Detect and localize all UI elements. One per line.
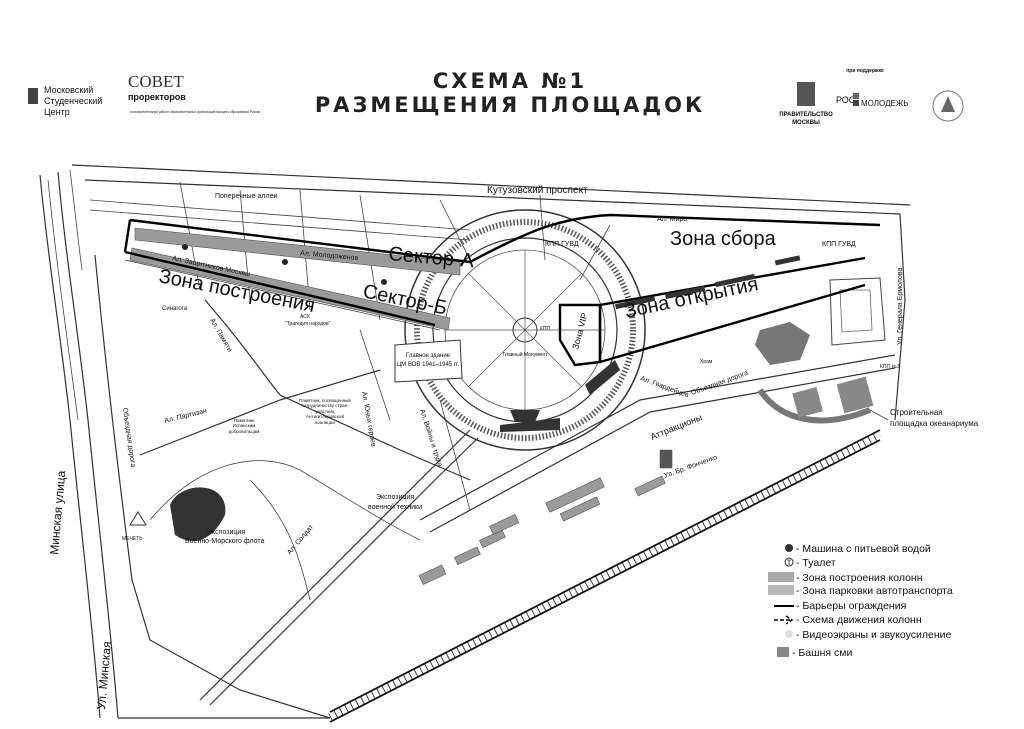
moscow-coat-icon [797, 82, 815, 106]
legend-item: - Зона построения колонн [796, 572, 923, 584]
zone-vip-label: Зона VIP [570, 312, 589, 351]
msc-logo-line: Московский [44, 85, 93, 95]
street-ul-minskaya: Ул. Минская [94, 641, 114, 710]
rosmolodezh-part1: РОС [836, 95, 856, 105]
label-oceanarium-site: площадка океанариума [890, 419, 979, 428]
label-kpp-3: КПП №3 [880, 364, 900, 370]
msc-logo-line: Студенческий [44, 96, 102, 106]
label-navy-fleet: Военно-Морского флота [185, 538, 265, 545]
support-label: при поддержке [846, 68, 884, 74]
legend-item: - Туалет [796, 557, 836, 569]
label-kpp-guvd-1: КПП ГУВД [545, 241, 579, 248]
street-al-yunykh-geroev: Ал. Юных героев [360, 391, 377, 447]
screen-icon [785, 630, 793, 638]
street-obezdnaya-left: Объездная дорога [121, 407, 137, 468]
rosmolodezh-part2: МОЛОДЕЖЬ [861, 99, 908, 108]
label-main-monument: Главный Монумент [503, 351, 549, 358]
street-generala-ermolova: Ул. Генерала Ермолова [897, 268, 904, 345]
sovet-logo-subtitle: проректоров [128, 92, 186, 102]
arrow-dashed-icon [774, 615, 794, 625]
toilet-icon [784, 557, 794, 567]
label-military-exposition: Экспозиция [376, 494, 414, 501]
legend-item: - Зона парковки автотранспорта [796, 585, 953, 597]
sovet-logo-title: СОВЕТ [128, 72, 184, 91]
label-temple: Храм [700, 359, 713, 365]
zone-postroeniya[interactable] [123, 218, 471, 331]
zone-sbora-label: Зона сбора [670, 228, 777, 250]
university-emblem-icon [932, 90, 964, 122]
legend: - Машина с питьевой водой - Туалет - Зон… [768, 543, 953, 659]
column-zone-swatch [768, 572, 794, 582]
label-main-building-museum: ЦМ ВОВ 1941–1945 гг. [397, 362, 460, 368]
label-oceanarium: Строительная [890, 408, 943, 417]
label-monument-coalition: Памятник, посвященный сотрудничеству стр… [299, 398, 351, 425]
street-kutuzovsky: Кутузовский проспект [487, 185, 588, 196]
label-poperechnye-allei: Поперечные аллеи [215, 193, 277, 200]
label-kpp-guvd-2: КПП ГУВД [822, 241, 856, 248]
title-line-2: РАЗМЕЩЕНИЯ ПЛОЩАДОК [315, 93, 705, 117]
label-main-building: Главное здание [406, 353, 451, 359]
street-al-pamyati: Ал. Памяти [208, 318, 233, 354]
legend-item: - Башня сми [792, 647, 852, 659]
government-logo: ПРАВИТЕЛЬСТВО МОСКВЫ [779, 82, 833, 126]
mosque-icon [129, 511, 147, 526]
street-al-mira: Ал. Мира [657, 216, 687, 223]
label-monument-spanish: Памятник Испанским добровольцам [228, 418, 260, 434]
water-truck-markers [182, 244, 387, 285]
legend-item: - Видеоэкраны и звукоусиление [796, 629, 951, 641]
label-ask: АСК [300, 314, 310, 320]
label-mosque: МЕЧЕТЬ [122, 536, 143, 542]
msc-logo-line: Центр [44, 107, 70, 117]
label-military-equipment: военной техники [368, 503, 422, 511]
zone-otkrytiya-label: Зона открытия [622, 273, 760, 323]
moscow-coat-icon [28, 88, 38, 104]
toilet-t-glyph [787, 559, 791, 565]
label-ask-name: "Трагедия народов" [285, 321, 331, 327]
media-tower-icon [777, 647, 789, 657]
legend-item: - Схема движения колонн [796, 614, 922, 626]
title-line-1: СХЕМА №1 [433, 69, 587, 93]
legend-item: - Барьеры ограждения [796, 600, 906, 612]
label-navy-exposition: Экспозиция [207, 529, 245, 536]
label-synagogue: Синагога [162, 306, 188, 312]
street-minskaya: Минская улица [47, 470, 68, 556]
government-logo-line: МОСКВЫ [792, 120, 820, 126]
label-attractions: Аттракционы [649, 412, 703, 442]
street-al-partizan: Ал. Партизан [164, 408, 208, 425]
msc-logo: Московский Студенческий Центр [28, 85, 102, 117]
label-kpp: КПП [540, 326, 551, 332]
parking-zone-swatch [768, 585, 794, 595]
zone-vip-boundary [558, 303, 602, 367]
rosmolodezh-logo: РОС МОЛОДЕЖЬ [836, 93, 908, 108]
sovet-logo: СОВЕТ проректоров по воспитательной рабо… [128, 72, 261, 114]
map-base [39, 164, 911, 723]
zone-sbora-boundary [469, 213, 881, 264]
street-al-soldat: Ал. Солдат [286, 523, 315, 556]
legend-item: - Машина с питьевой водой [796, 543, 931, 555]
government-logo-line: ПРАВИТЕЛЬСТВО [779, 112, 833, 118]
sovet-logo-caption: по воспитательной работе образовательных… [130, 110, 261, 114]
water-truck-icon [785, 544, 793, 552]
